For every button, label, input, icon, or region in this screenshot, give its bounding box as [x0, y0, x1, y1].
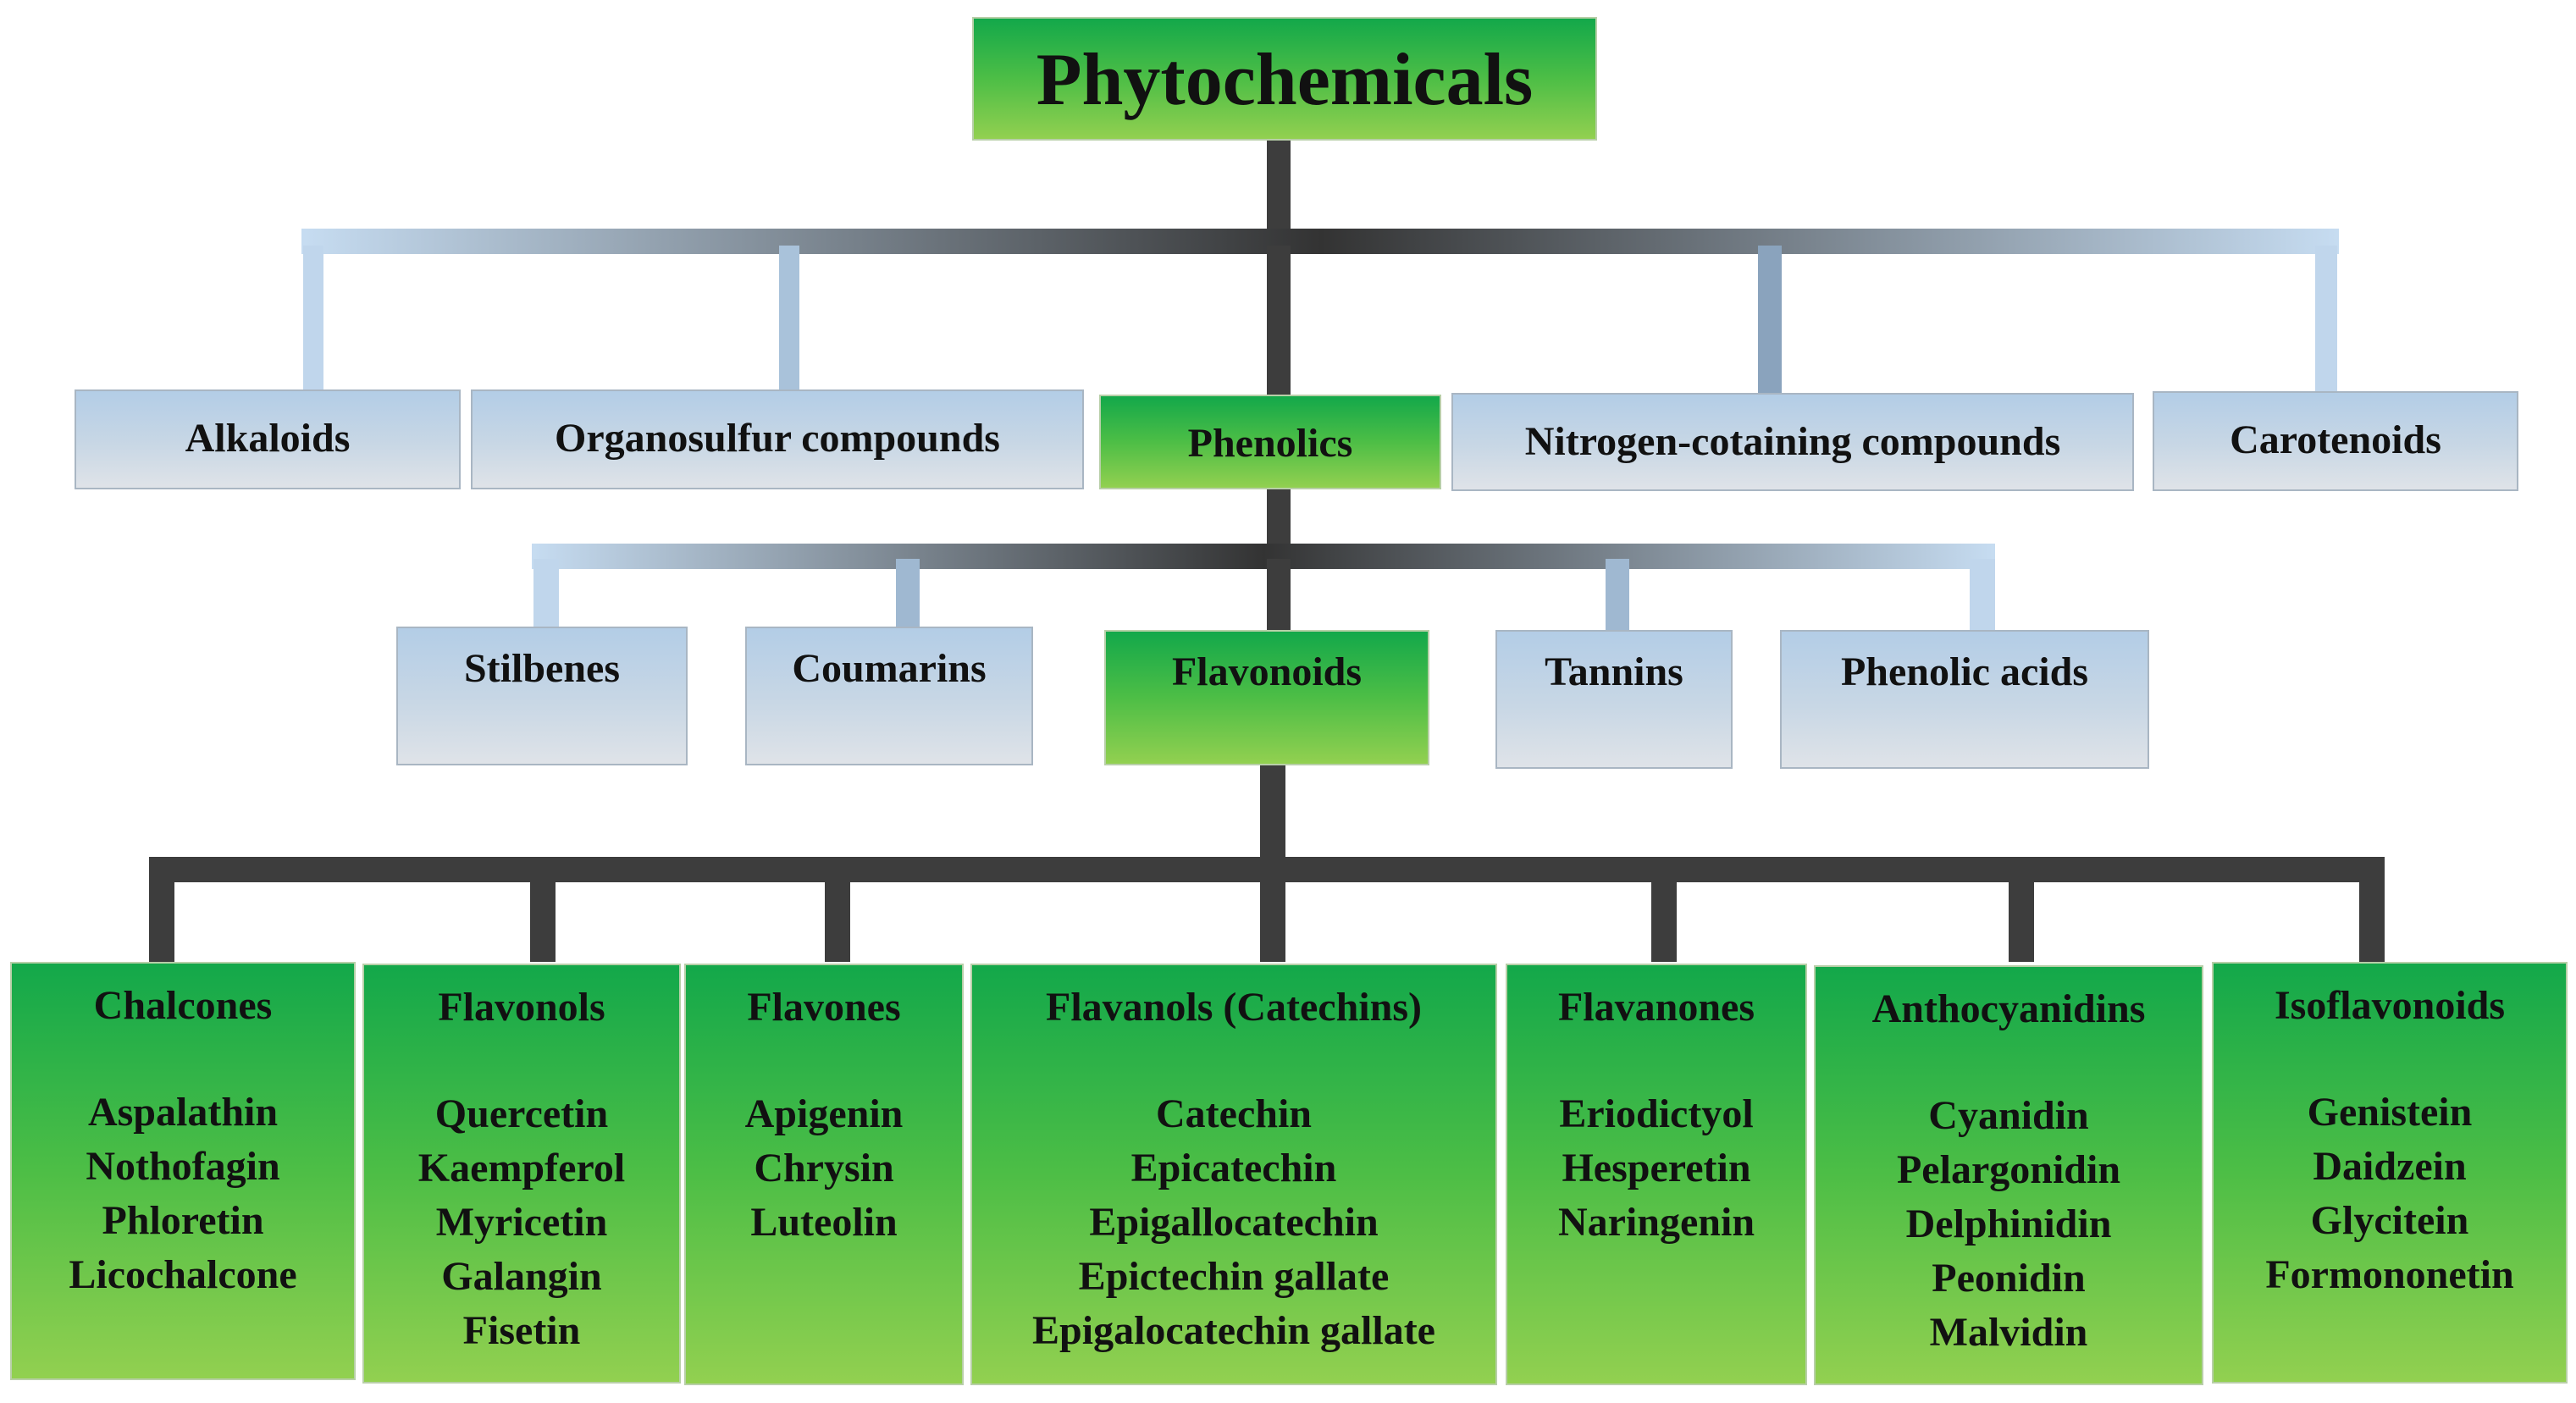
node-phenolics: Phenolics: [1099, 395, 1441, 489]
drop-phenolic-acids: [1970, 559, 1995, 630]
compound-item: Naringenin: [1557, 1200, 1755, 1245]
drop-tannins: [1606, 559, 1629, 630]
flavones-compound-list: Apigenin Chrysin Luteolin: [686, 1087, 962, 1250]
bar-phenolic-classes: [532, 544, 1995, 569]
chalcones-compound-list: Aspalathin Nothofagin Phloretin Licochal…: [12, 1085, 354, 1302]
compound-item: Pelargonidin: [1896, 1147, 2121, 1192]
compound-item: Formononetin: [2265, 1252, 2514, 1297]
compound-item: Hesperetin: [1562, 1146, 1751, 1190]
flavanols-compound-list: Catechin Epicatechin Epigallocatechin Ep…: [972, 1087, 1495, 1358]
node-anthocyanidins: Anthocyanidins Cyanidin Pelargonidin Del…: [1814, 965, 2203, 1385]
drop-stilbenes: [533, 559, 559, 627]
flavanols-title: Flavanols (Catechins): [1046, 985, 1422, 1030]
trunk-phenolics: [1267, 489, 1291, 554]
flavanones-compound-list: Eriodictyol Hesperetin Naringenin: [1507, 1087, 1805, 1250]
anthocyanidins-compound-list: Cyanidin Pelargonidin Delphinidin Peonid…: [1816, 1089, 2202, 1360]
drop-organosulfur: [779, 246, 799, 389]
compound-item: Fisetin: [462, 1308, 581, 1353]
compound-item: Chrysin: [754, 1146, 894, 1190]
compound-item: Quercetin: [434, 1091, 609, 1136]
drop-nitrogen: [1758, 246, 1782, 393]
compound-item: Catechin: [1156, 1091, 1312, 1136]
node-flavanols-catechins: Flavanols (Catechins) Catechin Epicatech…: [970, 964, 1497, 1385]
drop-isoflavonoids: [2359, 857, 2385, 962]
compound-item: Epictechin gallate: [1078, 1254, 1390, 1299]
compound-item: Eriodictyol: [1559, 1091, 1754, 1136]
node-isoflavonoids: Isoflavonoids Genistein Daidzein Glycite…: [2212, 962, 2568, 1384]
drop-flavanols: [1260, 857, 1285, 962]
drop-flavones: [825, 857, 850, 962]
node-phenolic-acids: Phenolic acids: [1780, 630, 2149, 769]
drop-chalcones: [149, 857, 174, 962]
trunk-flavonoids: [1260, 765, 1285, 862]
compound-item: Myricetin: [435, 1200, 608, 1245]
node-flavones: Flavones Apigenin Chrysin Luteolin: [684, 964, 964, 1385]
compound-item: Phloretin: [102, 1198, 264, 1243]
isoflavonoids-compound-list: Genistein Daidzein Glycitein Formononeti…: [2214, 1085, 2566, 1302]
drop-carotenoids: [2315, 246, 2337, 391]
flavones-title: Flavones: [747, 985, 901, 1030]
anthocyanidins-title: Anthocyanidins: [1871, 986, 2146, 1031]
flavonols-title: Flavonols: [438, 985, 605, 1030]
compound-item: Galangin: [441, 1254, 602, 1299]
compound-item: Malvidin: [1929, 1310, 2088, 1355]
flavanones-title: Flavanones: [1557, 985, 1755, 1030]
flavonols-compound-list: Quercetin Kaempferol Myricetin Galangin …: [364, 1087, 679, 1358]
compound-item: Delphinidin: [1905, 1201, 2112, 1246]
drop-flavonoids: [1267, 559, 1291, 630]
node-flavonols: Flavonols Quercetin Kaempferol Myricetin…: [362, 964, 681, 1384]
chalcones-title: Chalcones: [93, 983, 273, 1028]
node-chalcones: Chalcones Aspalathin Nothofagin Phloreti…: [10, 962, 356, 1380]
compound-item: Epicatechin: [1130, 1146, 1337, 1190]
node-phytochemicals: Phytochemicals: [972, 17, 1597, 141]
drop-coumarins: [896, 559, 920, 627]
trunk-root: [1267, 141, 1291, 240]
compound-item: Apigenin: [744, 1091, 904, 1136]
compound-item: Kaempferol: [417, 1146, 626, 1190]
compound-item: Cyanidin: [1928, 1093, 2089, 1138]
compound-item: Epigalocatechin gallate: [1032, 1308, 1435, 1353]
drop-alkaloids: [303, 246, 323, 389]
drop-anthocyanidins: [2009, 857, 2034, 962]
compound-item: Nothofagin: [86, 1144, 280, 1189]
node-nitrogen-containing-compounds: Nitrogen-cotaining compounds: [1451, 393, 2134, 491]
node-coumarins: Coumarins: [745, 627, 1033, 765]
compound-item: Daidzein: [2313, 1144, 2467, 1189]
compound-item: Luteolin: [750, 1200, 898, 1245]
node-carotenoids: Carotenoids: [2153, 391, 2518, 491]
isoflavonoids-title: Isoflavonoids: [2274, 983, 2506, 1028]
node-stilbenes: Stilbenes: [396, 627, 688, 765]
drop-flavanones: [1651, 857, 1677, 962]
node-flavanones: Flavanones Eriodictyol Hesperetin Naring…: [1506, 964, 1807, 1385]
drop-flavonols: [530, 857, 556, 962]
node-flavonoids: Flavonoids: [1104, 630, 1429, 765]
node-alkaloids: Alkaloids: [75, 389, 461, 489]
compound-item: Licochalcone: [69, 1252, 297, 1297]
bar-categories: [301, 229, 2339, 254]
drop-phenolics: [1267, 246, 1291, 395]
compound-item: Peonidin: [1932, 1256, 2086, 1301]
compound-item: Epigallocatechin: [1089, 1200, 1379, 1245]
compound-item: Aspalathin: [87, 1090, 279, 1135]
compound-item: Genistein: [2307, 1090, 2473, 1135]
node-organosulfur-compounds: Organosulfur compounds: [471, 389, 1084, 489]
node-tannins: Tannins: [1495, 630, 1733, 769]
compound-item: Glycitein: [2310, 1198, 2469, 1243]
